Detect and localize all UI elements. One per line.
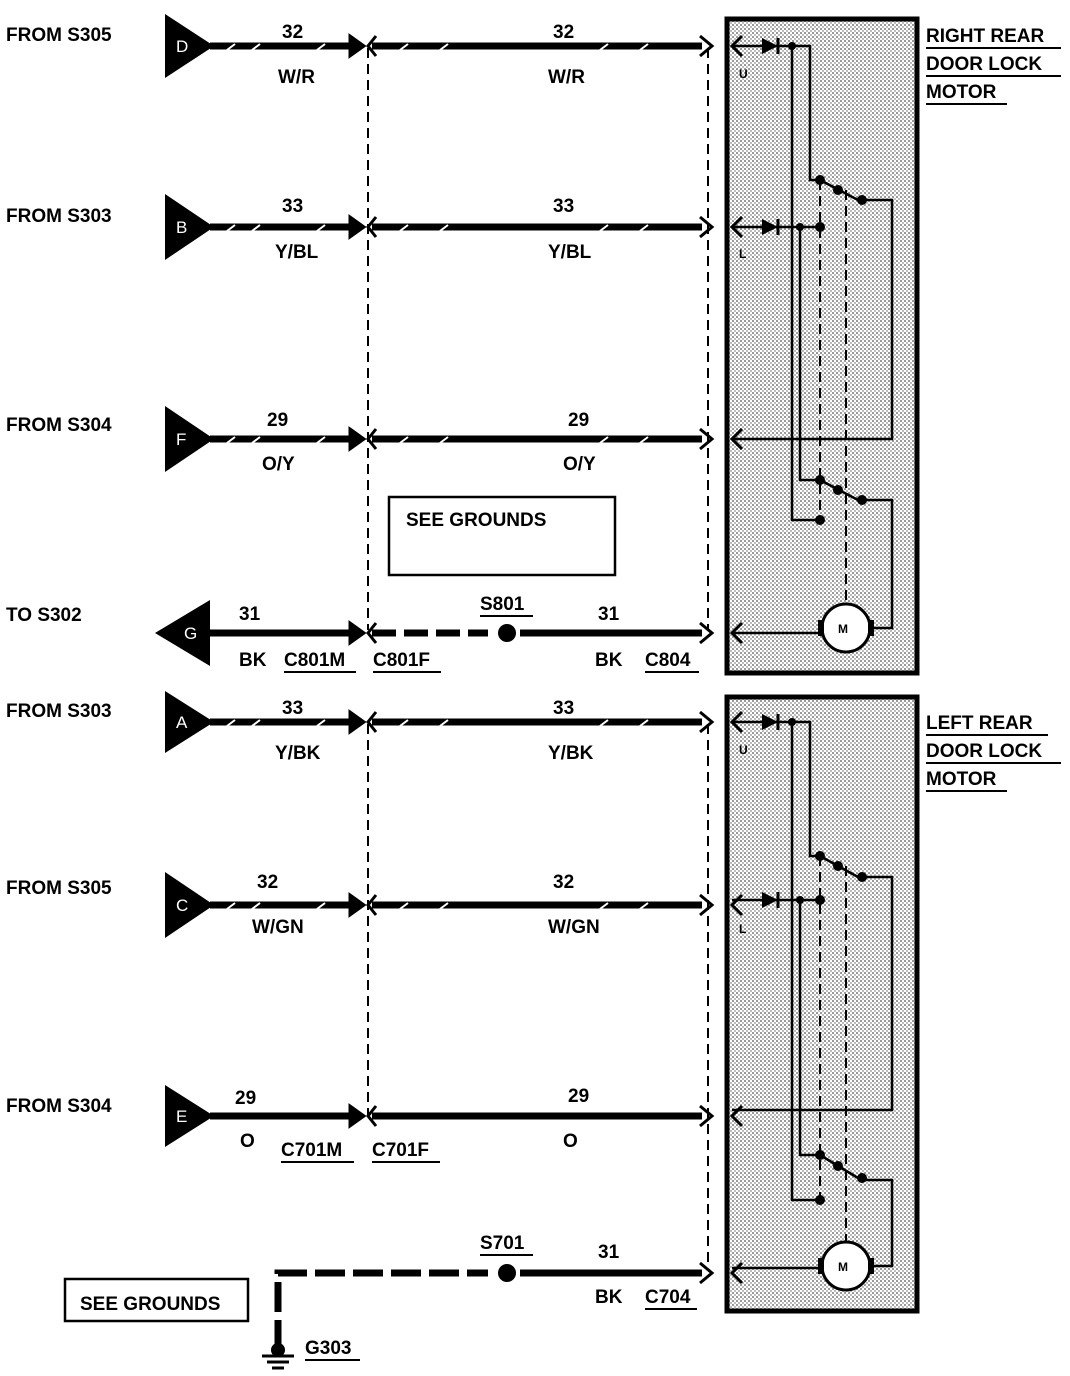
connector-c801-arrows bbox=[348, 33, 378, 646]
see-grounds-box-bottom[interactable]: SEE GROUNDS bbox=[63, 1277, 250, 1323]
wire-color: W/R bbox=[548, 67, 585, 88]
left-rear-door-lock-motor bbox=[724, 694, 920, 1314]
svg-text:DOOR LOCK: DOOR LOCK bbox=[926, 54, 1042, 75]
wire-color: BK bbox=[239, 650, 267, 671]
connector-c801-outline bbox=[367, 48, 709, 630]
connector-c804-label: C804 bbox=[645, 650, 691, 671]
svg-text:D: D bbox=[176, 37, 188, 56]
circuit-b-wire bbox=[210, 223, 702, 232]
wire-color: Y/BK bbox=[275, 743, 321, 764]
splice-s701-dot bbox=[498, 1264, 516, 1282]
connector-c701-outline bbox=[367, 724, 709, 1268]
circuit-a-wire bbox=[210, 718, 702, 727]
source-label-g: TO S302 bbox=[6, 605, 82, 626]
left-motor-internal-circuit bbox=[732, 714, 894, 1292]
svg-text:LEFT REAR: LEFT REAR bbox=[926, 713, 1033, 734]
source-label-e: FROM S304 bbox=[6, 1096, 112, 1117]
pin-label-unlock: U bbox=[739, 67, 748, 81]
connector-c701f-label: C701F bbox=[372, 1140, 429, 1161]
wire-color: O bbox=[563, 1131, 578, 1152]
tab-c: C bbox=[165, 872, 214, 938]
pin-label-unlock: U bbox=[739, 743, 748, 757]
connector-c701-arrows bbox=[348, 709, 378, 1129]
source-label-f: FROM S304 bbox=[6, 415, 112, 436]
circuit-number: 31 bbox=[598, 604, 620, 625]
tab-b: B bbox=[165, 194, 214, 260]
svg-text:RIGHT REAR: RIGHT REAR bbox=[926, 26, 1045, 47]
wire-color: Y/BK bbox=[548, 743, 594, 764]
wire-color: O bbox=[240, 1131, 255, 1152]
pin-label-lock: L bbox=[739, 247, 746, 261]
svg-text:MOTOR: MOTOR bbox=[926, 769, 997, 790]
splice-s701-label: S701 bbox=[480, 1233, 525, 1254]
motor-label: M bbox=[838, 622, 848, 636]
circuit-number: 32 bbox=[553, 872, 574, 893]
circuit-number: 29 bbox=[568, 410, 589, 431]
circuit-number: 31 bbox=[598, 1242, 620, 1263]
circuit-number: 29 bbox=[267, 410, 288, 431]
svg-text:G: G bbox=[184, 624, 197, 643]
splice-s801-dot bbox=[498, 624, 516, 642]
circuit-number: 29 bbox=[235, 1088, 256, 1109]
wire-color: BK bbox=[595, 1287, 623, 1308]
tab-a: A bbox=[165, 691, 214, 753]
tab-d: D bbox=[165, 14, 214, 78]
tab-f: F bbox=[165, 406, 214, 472]
svg-text:A: A bbox=[176, 713, 188, 732]
right-rear-door-lock-motor bbox=[724, 16, 920, 676]
svg-text:SEE GROUNDS: SEE GROUNDS bbox=[406, 510, 546, 531]
wire-color: W/GN bbox=[548, 917, 600, 938]
wire-color: Y/BL bbox=[275, 242, 319, 263]
svg-text:SEE GROUNDS: SEE GROUNDS bbox=[80, 1294, 220, 1315]
wire-color: W/GN bbox=[252, 917, 304, 938]
wire-color: BK bbox=[595, 650, 623, 671]
circuit-number: 32 bbox=[282, 22, 303, 43]
tab-g: G bbox=[155, 600, 210, 666]
right-motor-title: RIGHT REAR DOOR LOCK MOTOR bbox=[926, 26, 1061, 105]
wire-color: O/Y bbox=[262, 454, 295, 475]
circuit-number: 32 bbox=[553, 22, 574, 43]
circuit-d-wire bbox=[210, 42, 702, 51]
source-label-b: FROM S303 bbox=[6, 206, 112, 227]
left-motor-title: LEFT REAR DOOR LOCK MOTOR bbox=[926, 713, 1061, 792]
source-label-d: FROM S305 bbox=[6, 25, 112, 46]
circuit-g-wire bbox=[210, 624, 702, 642]
connector-c801m-label: C801M bbox=[284, 650, 345, 671]
circuit-number: 31 bbox=[239, 604, 261, 625]
svg-text:F: F bbox=[176, 430, 186, 449]
svg-text:MOTOR: MOTOR bbox=[926, 82, 997, 103]
svg-text:E: E bbox=[176, 1107, 187, 1126]
svg-text:B: B bbox=[176, 218, 187, 237]
circuit-number: 33 bbox=[282, 196, 303, 217]
circuit-number: 29 bbox=[568, 1086, 589, 1107]
connector-c701m-label: C701M bbox=[281, 1140, 342, 1161]
tab-e: E bbox=[165, 1085, 214, 1147]
pin-label-lock: L bbox=[739, 922, 746, 936]
circuit-number: 33 bbox=[553, 196, 574, 217]
svg-text:DOOR LOCK: DOOR LOCK bbox=[926, 741, 1042, 762]
right-motor-internal-circuit bbox=[732, 38, 894, 654]
motor-label: M bbox=[838, 1260, 848, 1274]
circuit-f-wire bbox=[210, 435, 702, 444]
wire-color: Y/BL bbox=[548, 242, 592, 263]
source-label-a: FROM S303 bbox=[6, 701, 112, 722]
circuit-number: 32 bbox=[257, 872, 278, 893]
wire-color: W/R bbox=[278, 67, 315, 88]
connector-c704-label: C704 bbox=[645, 1287, 691, 1308]
source-label-c: FROM S305 bbox=[6, 878, 112, 899]
splice-s801-label: S801 bbox=[480, 594, 525, 615]
circuit-number: 33 bbox=[553, 698, 574, 719]
wire-color: O/Y bbox=[563, 454, 596, 475]
ground-symbol-icon bbox=[262, 1354, 294, 1370]
circuit-c-wire bbox=[210, 901, 702, 910]
svg-text:C: C bbox=[176, 896, 188, 915]
connector-c801f-label: C801F bbox=[373, 650, 430, 671]
ground-wire bbox=[262, 1264, 702, 1370]
ground-g303-label: G303 bbox=[305, 1338, 351, 1359]
see-grounds-box-top[interactable]: SEE GROUNDS bbox=[387, 495, 617, 577]
circuit-number: 33 bbox=[282, 698, 303, 719]
